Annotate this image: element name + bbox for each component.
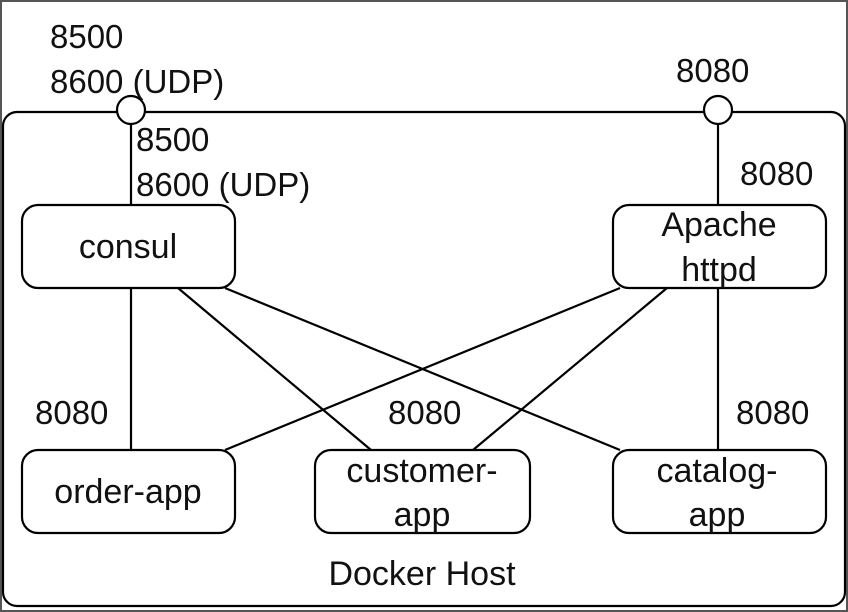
customer-app-node: customer- app [313,448,532,535]
catalog-app-label-line-2: app [689,496,746,534]
order-app-node-label: order-app [54,473,201,511]
customer-app-node-box [313,448,532,535]
customer-app-port-8080: 8080 [388,394,461,431]
link-consul-customer-app [177,287,372,451]
order-app-node-box [20,448,237,535]
catalog-app-label-line-1: catalog- [657,452,778,490]
link-apache-order-app [224,286,621,452]
consul-node-box [20,203,237,290]
customer-app-label-line-1: customer- [346,452,497,490]
external-port-consul-icon [115,94,147,126]
apache-node-label-line-1: Apache [661,206,776,244]
external-port-consul-8500: 8500 [50,18,123,55]
apache-httpd-node-box [611,203,828,290]
external-port-consul-8600-udp: 8600 (UDP) [50,63,224,100]
consul-port-8600-udp: 8600 (UDP) [136,166,310,203]
catalog-app-port-8080: 8080 [736,394,809,431]
consul-port-8500: 8500 [136,121,209,158]
order-app-port-8080: 8080 [35,394,108,431]
catalog-app-node: catalog- app [611,448,828,535]
external-port-apache-icon [702,94,734,126]
apache-httpd-node: Apache httpd [611,203,828,290]
apache-port-8080: 8080 [740,155,813,192]
apache-node-label-line-2: httpd [681,251,757,289]
external-port-apache-8080: 8080 [676,52,749,89]
catalog-app-node-box [611,448,828,535]
consul-node: consul [20,203,237,290]
link-apache-customer-app [472,287,668,451]
customer-app-label-line-2: app [394,496,451,534]
docker-host-label: Docker Host [328,555,516,593]
consul-node-label: consul [79,228,177,266]
order-app-node: order-app [20,448,237,535]
connections [129,125,720,452]
